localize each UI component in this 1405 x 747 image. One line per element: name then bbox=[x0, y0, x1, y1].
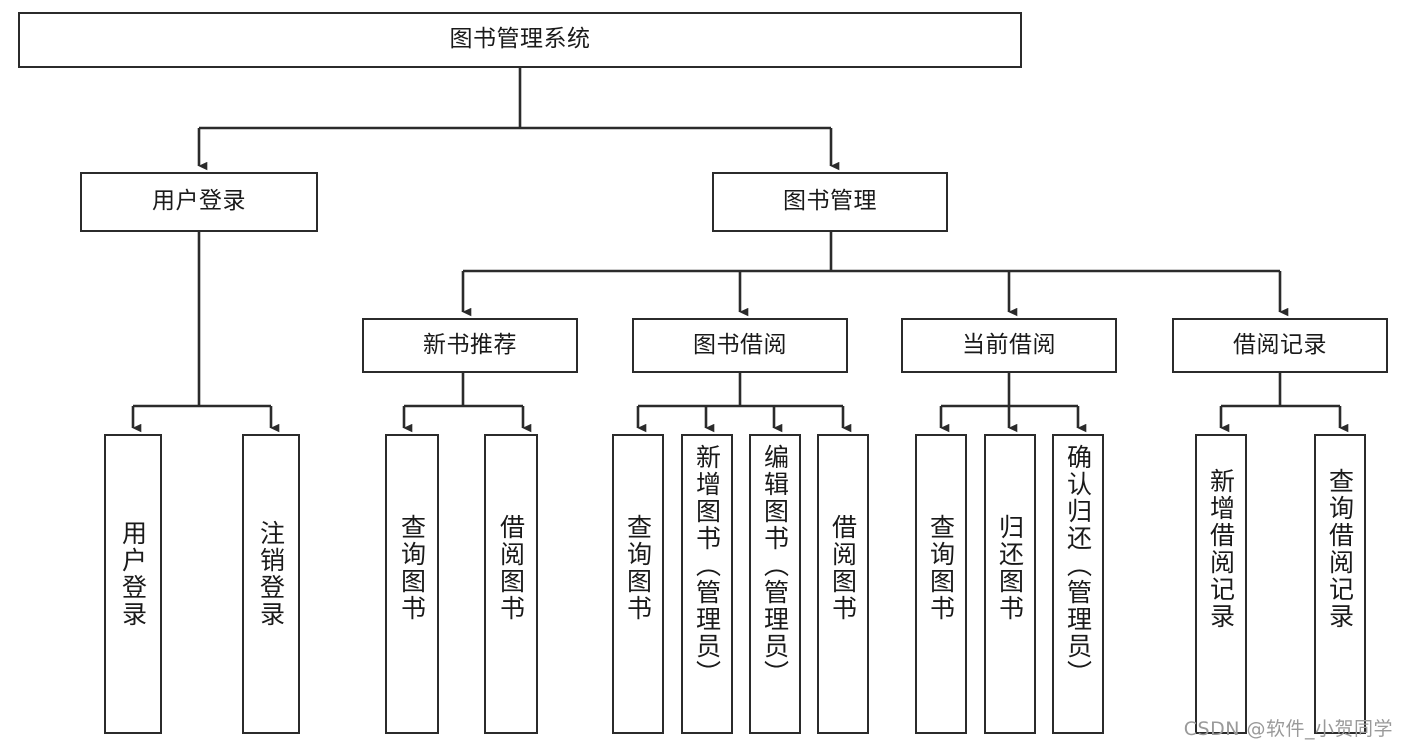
node-leaf-edit-book[interactable]: 编辑图书（管理员） bbox=[749, 434, 801, 734]
node-leaf-add-borrow-record-label: 新增借阅记录 bbox=[1206, 468, 1236, 630]
node-leaf-query-borrow-record[interactable]: 查询借阅记录 bbox=[1314, 434, 1366, 734]
node-user-login[interactable]: 用户登录 bbox=[80, 172, 318, 232]
csdn-watermark: CSDN @软件_小贺同学 bbox=[1183, 718, 1393, 740]
node-current-borrow[interactable]: 当前借阅 bbox=[901, 318, 1117, 373]
node-book-management-label: 图书管理 bbox=[783, 188, 877, 215]
node-leaf-edit-book-label: 编辑图书（管理员） bbox=[760, 444, 790, 687]
node-leaf-query-book-2[interactable]: 查询图书 bbox=[612, 434, 664, 734]
node-new-book-recommend-label: 新书推荐 bbox=[423, 331, 517, 358]
node-current-borrow-label: 当前借阅 bbox=[962, 331, 1056, 358]
node-leaf-query-book-3-label: 查询图书 bbox=[926, 514, 956, 622]
node-leaf-borrow-book-1[interactable]: 借阅图书 bbox=[484, 434, 538, 734]
node-book-borrow[interactable]: 图书借阅 bbox=[632, 318, 848, 373]
node-leaf-add-book-label: 新增图书（管理员） bbox=[692, 444, 722, 687]
node-user-login-label: 用户登录 bbox=[152, 188, 246, 215]
node-borrow-record-label: 借阅记录 bbox=[1233, 331, 1327, 358]
node-root-label: 图书管理系统 bbox=[449, 26, 591, 53]
node-leaf-add-borrow-record[interactable]: 新增借阅记录 bbox=[1195, 434, 1247, 734]
node-leaf-logout-login-label: 注销登录 bbox=[256, 520, 286, 628]
node-leaf-user-login-label: 用户登录 bbox=[118, 520, 148, 628]
node-new-book-recommend[interactable]: 新书推荐 bbox=[362, 318, 578, 373]
node-leaf-return-book-label: 归还图书 bbox=[995, 514, 1025, 622]
node-root[interactable]: 图书管理系统 bbox=[18, 12, 1022, 68]
node-leaf-borrow-book-2-label: 借阅图书 bbox=[828, 514, 858, 622]
node-leaf-query-book-3[interactable]: 查询图书 bbox=[915, 434, 967, 734]
node-leaf-query-book-1[interactable]: 查询图书 bbox=[385, 434, 439, 734]
node-borrow-record[interactable]: 借阅记录 bbox=[1172, 318, 1388, 373]
node-leaf-confirm-return-label: 确认归还（管理员） bbox=[1063, 444, 1093, 687]
node-book-management[interactable]: 图书管理 bbox=[712, 172, 948, 232]
node-leaf-logout-login[interactable]: 注销登录 bbox=[242, 434, 300, 734]
node-leaf-add-book[interactable]: 新增图书（管理员） bbox=[681, 434, 733, 734]
node-leaf-borrow-book-1-label: 借阅图书 bbox=[496, 514, 526, 622]
node-leaf-user-login[interactable]: 用户登录 bbox=[104, 434, 162, 734]
node-leaf-query-book-2-label: 查询图书 bbox=[623, 514, 653, 622]
node-leaf-borrow-book-2[interactable]: 借阅图书 bbox=[817, 434, 869, 734]
node-leaf-query-book-1-label: 查询图书 bbox=[397, 514, 427, 622]
node-leaf-query-borrow-record-label: 查询借阅记录 bbox=[1325, 468, 1355, 630]
node-leaf-return-book[interactable]: 归还图书 bbox=[984, 434, 1036, 734]
node-leaf-confirm-return[interactable]: 确认归还（管理员） bbox=[1052, 434, 1104, 734]
node-book-borrow-label: 图书借阅 bbox=[693, 331, 787, 358]
